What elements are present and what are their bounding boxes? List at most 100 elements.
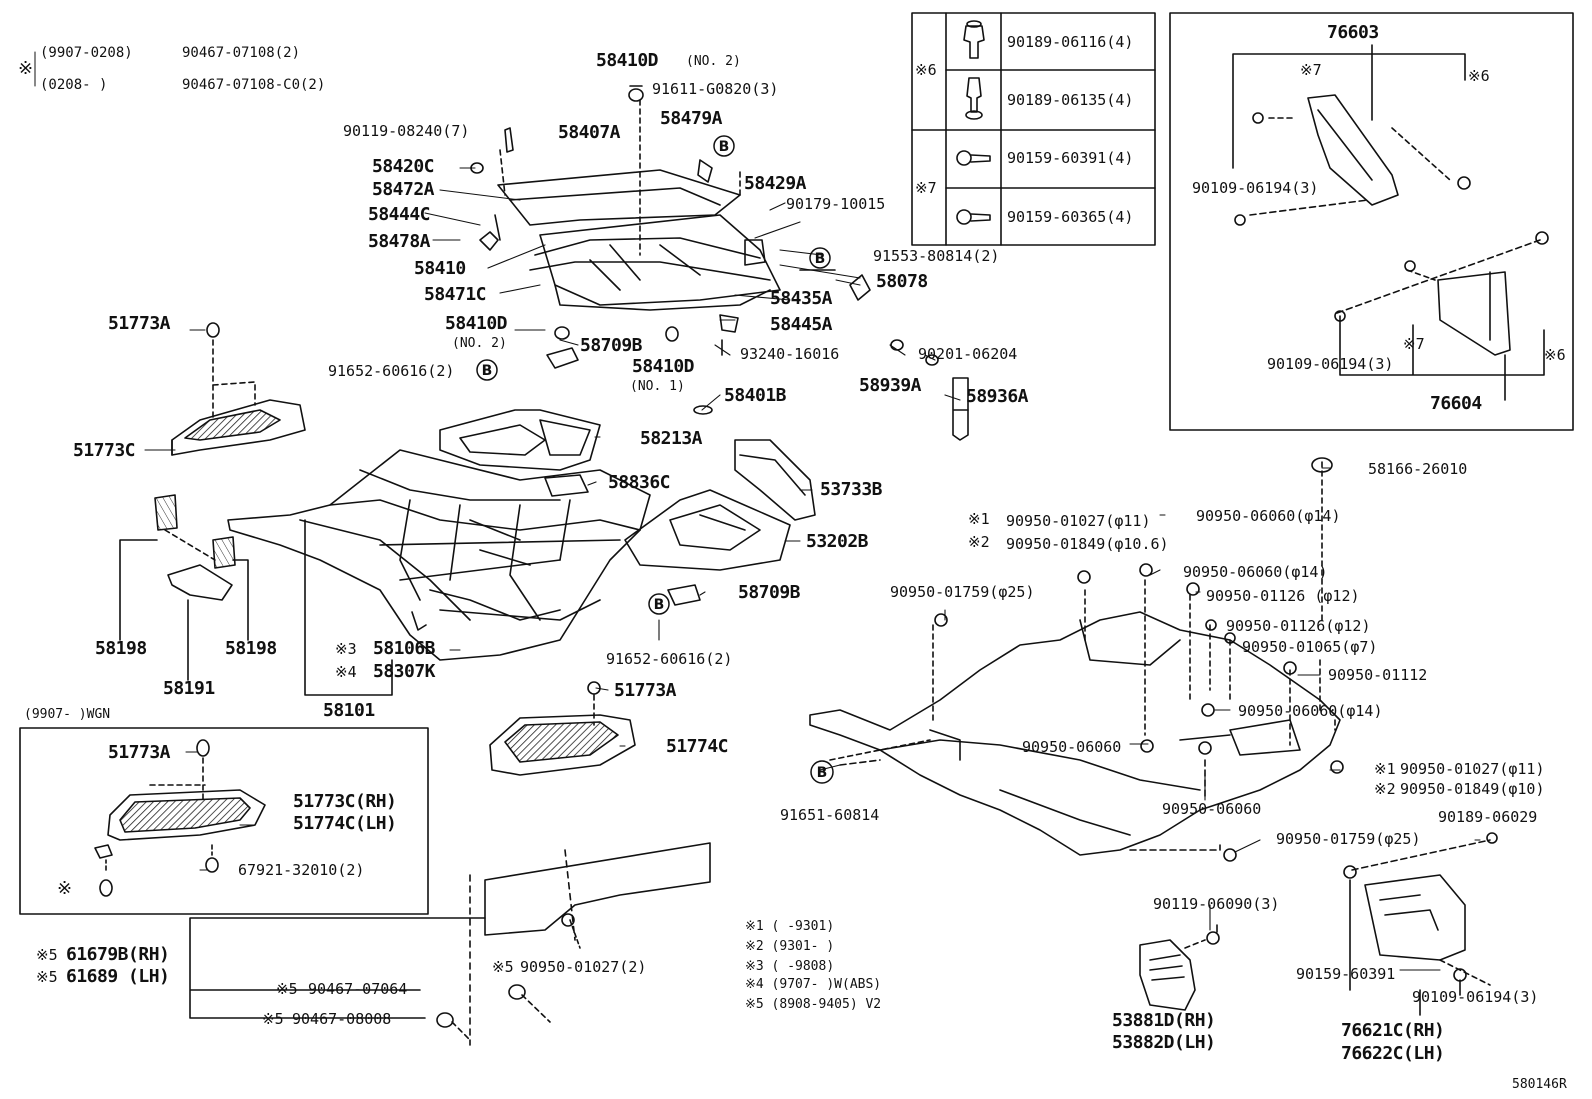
label-90201: 90201-06204 bbox=[918, 345, 1018, 363]
header-note-mark: ※ bbox=[18, 58, 34, 79]
label-51773a-mid: 51773A bbox=[614, 680, 677, 701]
label-90119-08240: 90119-08240(7) bbox=[343, 122, 470, 140]
fastener-table-frame bbox=[911, 12, 1156, 246]
header-note-range-2: (0208- ) bbox=[40, 77, 108, 93]
label-58213a: 58213A bbox=[640, 428, 703, 449]
label-90119-06090: 90119-06090(3) bbox=[1153, 895, 1280, 913]
label-58709b-mid: 58709B bbox=[738, 582, 801, 603]
label-no1: (NO. 1) bbox=[630, 379, 685, 394]
label-58307k: 58307K bbox=[373, 661, 436, 682]
label-90950-06060-d: 90950-06060 bbox=[1022, 738, 1122, 756]
label-58078: 58078 bbox=[876, 271, 928, 292]
legend-line-2: ※2 (9301- ) bbox=[745, 939, 835, 954]
mark-3: ※3 bbox=[335, 640, 357, 658]
label-58836c: 58836C bbox=[608, 472, 671, 493]
label-90950-01126-a: 90950-01126 (φ12) bbox=[1206, 587, 1360, 605]
label-61689: 61689 (LH) bbox=[66, 966, 170, 987]
clip-icon bbox=[965, 77, 983, 120]
label-58472a: 58472A bbox=[372, 179, 435, 200]
label-58166: 58166-26010 bbox=[1368, 460, 1468, 478]
label-93240: 93240-16016 bbox=[740, 345, 840, 363]
svg-text:B: B bbox=[719, 139, 730, 155]
label-90950-01027-right: 90950-01027(φ11) bbox=[1400, 760, 1545, 778]
floor-panel-58213a bbox=[439, 409, 601, 471]
mark-4: ※4 bbox=[335, 663, 357, 681]
svg-text:B: B bbox=[654, 597, 665, 613]
label-58407a: 58407A bbox=[558, 122, 621, 143]
table-row-part: 90189-06135(4) bbox=[1007, 91, 1134, 109]
member-53733b bbox=[734, 439, 816, 521]
legend-line-5: ※5 (8908-9405) V2 bbox=[745, 997, 882, 1012]
label-91651: 91651-60814 bbox=[780, 806, 880, 824]
wgn-cover-rh: 51773C(RH) bbox=[293, 791, 397, 812]
wgn-mark: ※ bbox=[57, 878, 73, 899]
svg-text:B: B bbox=[482, 363, 493, 379]
wgn-cover-lh: 51774C(LH) bbox=[293, 813, 397, 834]
legend-line-3: ※3 ( -9808) bbox=[745, 959, 835, 974]
label-90189-06029: 90189-06029 bbox=[1438, 808, 1538, 826]
label-90950-01112: 90950-01112 bbox=[1328, 666, 1428, 684]
mark-5-b: ※5 bbox=[36, 968, 58, 986]
label-90950-01759-a: 90950-01759(φ25) bbox=[890, 583, 1035, 601]
mudguard-bolt-a: 90109-06194(3) bbox=[1192, 179, 1319, 197]
label-58936a: 58936A bbox=[966, 386, 1029, 407]
leader-lines bbox=[144, 167, 1481, 971]
label-90179: 90179-10015 bbox=[786, 195, 886, 213]
label-58401b: 58401B bbox=[724, 385, 787, 406]
mudguard-bracket-upper bbox=[1232, 44, 1471, 226]
mudguard-bolt-b: 90109-06194(3) bbox=[1267, 355, 1394, 373]
label-90950-06060-c: 90950-06060(φ14) bbox=[1238, 702, 1383, 720]
label-58410d-no2-top: 58410D bbox=[596, 50, 659, 71]
label-90950-01849-top: 90950-01849(φ10.6) bbox=[1006, 535, 1169, 553]
panel-61679b bbox=[189, 842, 711, 1046]
label-58198-left: 58198 bbox=[95, 638, 147, 659]
legend-line-1: ※1 ( -9301) bbox=[745, 919, 835, 934]
label-58198-right: 58198 bbox=[225, 638, 277, 659]
label-58445a: 58445A bbox=[770, 314, 833, 335]
bracket-58709b bbox=[667, 584, 701, 606]
label-91652-mid: 91652-60616(2) bbox=[606, 650, 733, 668]
label-90950-01126-b: 90950-01126(φ12) bbox=[1226, 617, 1371, 635]
rear-floor-pan-58101 bbox=[227, 449, 651, 696]
label-51773c: 51773C bbox=[73, 440, 136, 461]
mudguard-bracket-lower bbox=[1334, 231, 1549, 401]
label-58420c: 58420C bbox=[372, 156, 435, 177]
label-90467-08008: 90467-08008 bbox=[292, 1010, 392, 1028]
label-90950-01027-2: 90950-01027(2) bbox=[520, 958, 647, 976]
label-91652-top: 91652-60616(2) bbox=[328, 362, 455, 380]
table-row-part: 90159-60365(4) bbox=[1007, 208, 1134, 226]
pad-58836c bbox=[544, 474, 589, 497]
wgn-fastener: 67921-32010(2) bbox=[238, 861, 365, 879]
table-group6-mark: ※6 bbox=[915, 61, 937, 79]
svg-text:B: B bbox=[815, 251, 826, 267]
mudguard-box-bottom: 76604 bbox=[1430, 393, 1482, 414]
table-row-part: 90159-60391(4) bbox=[1007, 149, 1134, 167]
label-90950-06060-a: 90950-06060(φ14) bbox=[1196, 507, 1341, 525]
label-58191: 58191 bbox=[163, 678, 215, 699]
label-no2-top: (NO. 2) bbox=[686, 54, 741, 69]
wgn-range: (9907- )WGN bbox=[24, 707, 111, 722]
label-90467-07064: 90467-07064 bbox=[308, 980, 408, 998]
label-58410: 58410 bbox=[414, 258, 466, 279]
footnote-code: 580146R bbox=[1512, 1077, 1567, 1092]
label-58435a: 58435A bbox=[770, 288, 833, 309]
label-53733b: 53733B bbox=[820, 479, 883, 500]
mark-1-right: ※1 bbox=[1374, 760, 1396, 778]
wgn-box-frame bbox=[19, 727, 429, 915]
header-note-range-1: (9907-0208) bbox=[40, 45, 133, 61]
mudguard-76621c bbox=[1343, 832, 1498, 1016]
label-90950-06060-e: 90950-06060 bbox=[1162, 800, 1262, 818]
screw-icon bbox=[956, 209, 991, 225]
stopper-58191 bbox=[119, 494, 249, 681]
mudguard-mark-6a: ※6 bbox=[1468, 67, 1490, 85]
mudguard-mark-7b: ※7 bbox=[1403, 335, 1425, 353]
label-58106b: 58106B bbox=[373, 638, 436, 659]
panel-53202b bbox=[624, 489, 791, 571]
legend-line-4: ※4 (9707- )W(ABS) bbox=[745, 977, 882, 992]
rear-floor-crossmember-assembly bbox=[470, 85, 969, 441]
label-58471c: 58471C bbox=[424, 284, 487, 305]
label-no2-left: (NO. 2) bbox=[452, 336, 507, 351]
screw-icon bbox=[956, 150, 991, 166]
shield-53881d bbox=[1139, 924, 1220, 1011]
